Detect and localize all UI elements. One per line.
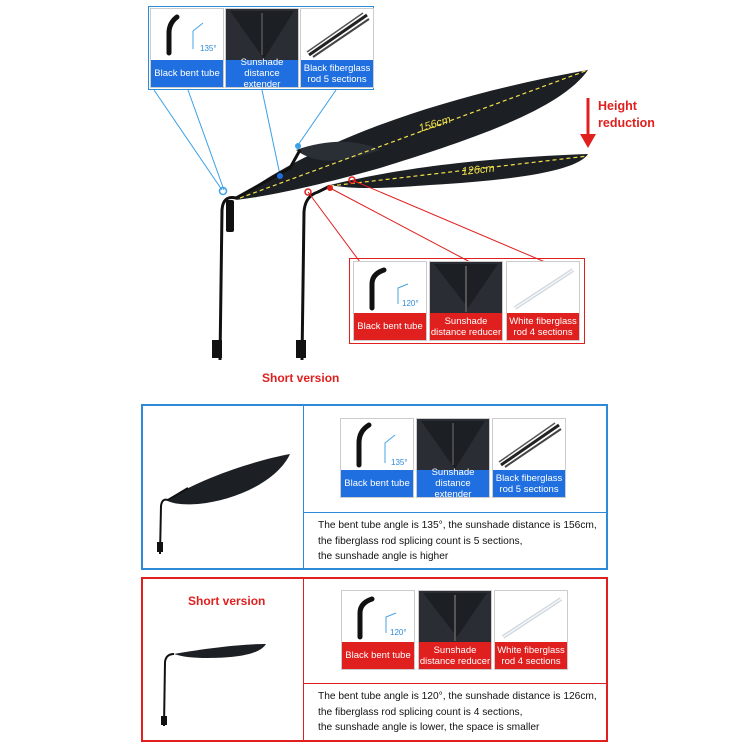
bent-tube-icon: 120° [369,267,419,311]
bent-tube-icon: 135° [356,422,408,468]
callout-black-bent-tube-120: 120° Black bent tube [353,261,427,341]
marker-red [348,176,356,184]
white-rod-icon [513,268,575,310]
long-pole-strap [226,200,234,232]
sunshade-extender-icon [421,421,485,469]
marker-red [304,188,312,196]
callout-label: Black bent tube [151,60,223,87]
height-reduction-label: Height reduction [598,99,655,130]
panel-short-reducer: Sunshade distance reducer [418,590,492,670]
marker-blue [295,143,301,149]
panel-long-bent-tube: 135° Black bent tube [340,418,414,498]
short-version-thumbnail [161,644,266,727]
description-line: The bent tube angle is 120°, the sunshad… [318,691,597,702]
black-rod-icon [306,12,370,58]
description-line: The bent tube angle is 135°, the sunshad… [318,520,597,531]
callout-label: Sunshade distance reducer [430,313,502,340]
callout-label: Black bent tube [341,470,413,497]
short-pole-clamp [296,340,306,358]
leader-line-blue [153,89,223,191]
panel-divider [303,579,304,740]
main-diagram: 156cm 126cm [153,69,596,361]
leader-line-blue [297,89,337,146]
sunshade-reducer-icon [423,593,487,641]
black-rod-icon [498,422,562,468]
long-version-thumbnail [157,454,290,555]
callout-label: Black fiberglass rod 5 sections [493,470,565,497]
short-version-label: Short version [262,371,340,385]
callout-white-fiberglass-rod: White fiberglass rod 4 sections [506,261,580,341]
long-version-description: The bent tube angle is 135°, the sunshad… [318,518,604,565]
callout-label: Black bent tube [354,313,426,340]
sunshade-reducer-icon [434,264,498,312]
callout-label: Sunshade distance extender [226,57,298,90]
callout-label: Black fiberglass rod 5 sections [301,60,373,87]
callout-distance-reducer: Sunshade distance reducer [429,261,503,341]
panel-divider [303,406,304,568]
leader-line-blue [187,89,225,191]
sunshade-extender-icon [230,11,294,59]
panel-long-extender: Sunshade distance extender [416,418,490,500]
panel-long-rod: Black fiberglass rod 5 sections [492,418,566,498]
description-line: the fiberglass rod splicing count is 5 s… [318,535,523,547]
description-line: the sunshade angle is higher [318,551,449,562]
leader-line-red [351,179,546,263]
callout-label: Sunshade distance reducer [419,642,491,669]
long-dimension-line [239,69,589,199]
callout-black-bent-tube-135: 135° Black bent tube [150,8,224,88]
leader-line-blue [261,89,281,176]
leader-line-red [307,191,361,263]
panel-divider [304,512,606,513]
callout-label: White fiberglass rod 4 sections [507,313,579,340]
description-line: the fiberglass rod splicing count is 4 s… [318,706,523,718]
panel-divider [304,683,606,684]
callout-distance-extender: Sunshade distance extender [225,8,299,90]
marker-blue [277,173,283,179]
panel-short-bent-tube: 120° Black bent tube [341,590,415,670]
callout-label: White fiberglass rod 4 sections [495,642,567,669]
marker-blue [218,186,228,196]
short-version-description: The bent tube angle is 120°, the sunshad… [318,689,604,736]
callout-black-fiberglass-rod: Black fiberglass rod 5 sections [300,8,374,88]
callout-label: Sunshade distance extender [417,467,489,500]
leader-line-red [329,187,471,263]
long-pole [218,149,302,361]
short-pole [300,184,331,361]
panel-short-title: Short version [188,594,266,608]
svg-text:135°: 135° [391,458,408,467]
short-callout-group [349,258,585,344]
svg-text:120°: 120° [402,299,419,308]
short-dimension-label: 126cm [461,163,495,178]
panel-short-rod: White fiberglass rod 4 sections [494,590,568,670]
description-line: the sunshade angle is lower, the space i… [318,722,540,733]
short-version-panel [141,577,608,742]
long-version-panel [141,404,608,570]
callout-label: Black bent tube [342,642,414,669]
height-arrow-head [580,134,596,148]
marker-red [327,185,333,191]
svg-text:135°: 135° [200,44,217,53]
long-sunshade-flap [296,141,380,161]
short-dimension-line [329,155,589,187]
svg-text:120°: 120° [390,628,407,637]
bent-tube-icon: 120° [357,596,407,640]
bent-tube-icon: 135° [166,14,217,56]
white-rod-icon [501,597,563,639]
long-pole-clamp [212,340,222,358]
